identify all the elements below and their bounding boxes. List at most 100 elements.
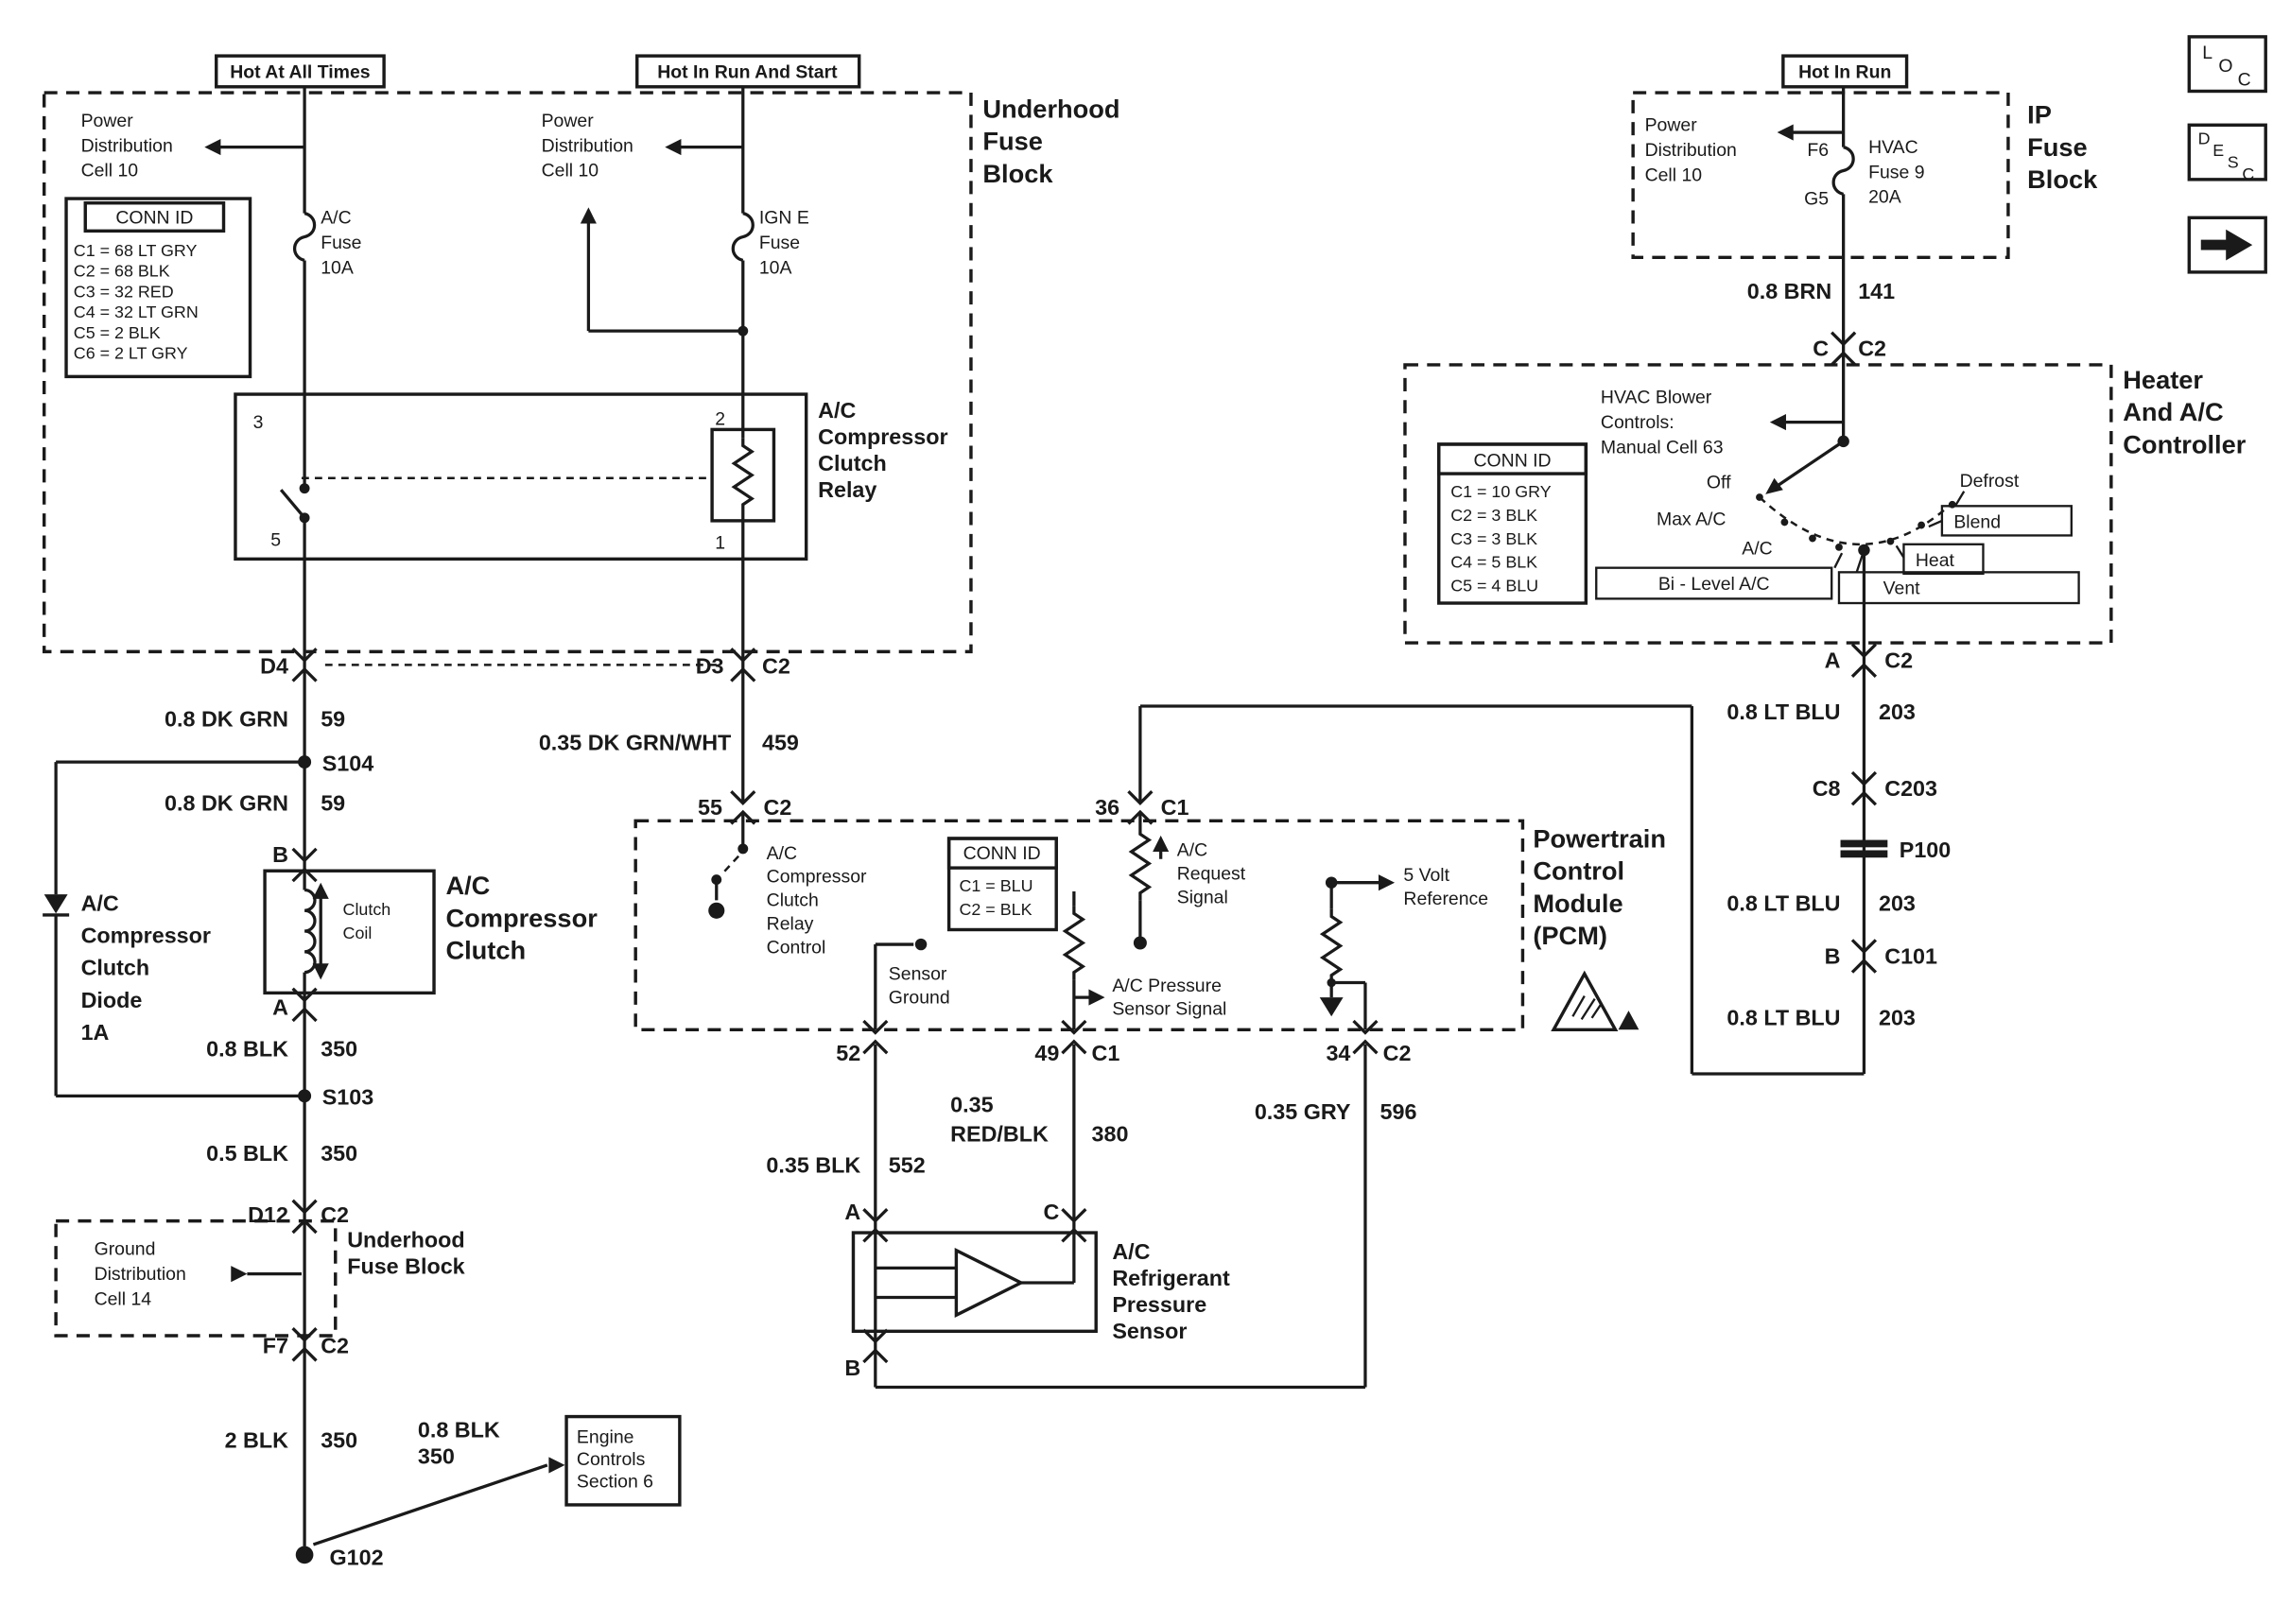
conn-id-right-row-5: C5 = 4 BLU — [1450, 577, 1538, 596]
wire-label-59b: 0.8 DK GRN — [165, 790, 288, 815]
ip-title-3: Block — [2027, 164, 2098, 194]
ign-e-fuse-icon — [731, 212, 755, 263]
clutch-coil-label-2: Coil — [343, 924, 373, 942]
grommet-p100-icon — [1840, 839, 1888, 848]
power-dist-left-3: Cell 10 — [81, 161, 139, 181]
pressure-sensor-box — [851, 1231, 1098, 1334]
sensor-pin-a: A — [844, 1200, 860, 1224]
wiper-arrowhead-icon — [1765, 477, 1783, 494]
sensor-title-3: Pressure — [1112, 1292, 1206, 1317]
relay-switch-arm — [279, 489, 306, 519]
request-label-2: Request — [1177, 864, 1246, 885]
ground-distribution-box — [54, 1218, 338, 1338]
pin-d12-conn: C2 — [321, 1202, 349, 1227]
wire-num-59a: 59 — [321, 707, 345, 732]
pin-49-conn: C1 — [1092, 1041, 1120, 1065]
power-dist-mid-arrow-icon — [665, 139, 682, 156]
ign-fuse-label-1: IGN E — [759, 208, 809, 229]
relay-pin-2: 2 — [715, 409, 725, 430]
desc-icon-box — [2187, 123, 2267, 181]
relay-coil-winding-icon — [732, 437, 754, 514]
underhood-fuse-block-box — [42, 91, 973, 654]
splice-s103-dot — [298, 1089, 312, 1103]
switch-blend-box — [1940, 505, 2073, 537]
conn-id-pcm-row-1: C1 = BLU — [960, 876, 1033, 895]
wire-label-141: 0.8 BRN — [1747, 279, 1831, 303]
sensor-pin-b: B — [844, 1356, 860, 1380]
power-dist-left-2: Distribution — [81, 135, 173, 156]
pin-c8: C8 — [1813, 776, 1841, 801]
wire-left-circuit — [54, 86, 548, 1546]
clutch-title-3: Clutch — [445, 936, 526, 965]
ip-power-dist-3: Cell 10 — [1645, 164, 1703, 185]
clutch-coil-icon — [304, 888, 317, 975]
loc-letter-o: O — [2218, 56, 2232, 77]
ac-fuse-label-1: A/C — [321, 208, 351, 229]
sensor-ground-label-2: Ground — [889, 987, 950, 1008]
ip-power-dist-arrow-icon — [1777, 124, 1794, 141]
vref-top-dot — [1325, 876, 1338, 889]
conn-id-pcm-header-box — [946, 837, 1058, 870]
contact-heat-dot — [1886, 537, 1895, 545]
switch-feed-dot — [1837, 435, 1849, 448]
wire-pcm-internals — [715, 813, 1388, 1030]
pin-d4: D4 — [260, 654, 288, 679]
switch-vent-box — [1837, 571, 2080, 605]
desc-letter-e: E — [2212, 141, 2224, 160]
ign-branch-junction-dot — [737, 325, 749, 337]
sensor-amplifier-icon — [954, 1247, 1025, 1318]
ac-fuse-label-3: 10A — [321, 257, 354, 278]
relay-title-2: Compressor — [818, 424, 947, 449]
request-signal-arrow-icon — [1153, 835, 1170, 853]
request-resistor-icon — [1129, 824, 1151, 903]
sensor-ground-bus-dot — [914, 938, 928, 951]
banner-hot-at-all-times: Hot At All Times — [230, 61, 370, 82]
wire-label-203b: 0.8 LT BLU — [1726, 890, 1840, 915]
blower-label-2: Controls: — [1601, 412, 1674, 433]
diode-title-1: A/C — [81, 890, 119, 915]
blower-label-3: Manual Cell 63 — [1601, 437, 1724, 458]
contact-off-dot — [1756, 493, 1763, 501]
switch-position-links — [1833, 491, 1966, 573]
conn-id-left-row-5: C5 = 2 BLK — [74, 323, 161, 342]
conn-id-left-row-4: C4 = 32 LT GRN — [74, 302, 199, 321]
pcm-box — [633, 819, 1525, 1032]
power-dist-mid-3: Cell 10 — [542, 161, 599, 181]
diode-title-3: Clutch — [81, 956, 150, 980]
contact-bilevel-dot — [1835, 544, 1843, 551]
esd-triangle — [1551, 970, 1619, 1032]
request-label-1: A/C — [1177, 840, 1207, 861]
banner-hot-at-all-times-box — [215, 54, 386, 89]
pin-55-conn: C2 — [764, 795, 792, 820]
wire-ign-circuit — [586, 86, 745, 849]
desc-letter-s: S — [2228, 152, 2239, 171]
pin-34: 34 — [1326, 1041, 1350, 1065]
sensor-title-1: A/C — [1112, 1239, 1150, 1264]
wire-label-350b: 0.5 BLK — [206, 1141, 288, 1166]
vref-label-1: 5 Volt — [1403, 865, 1449, 886]
conn-id-left-header-box — [83, 201, 226, 233]
esd-small-triangle — [1618, 1011, 1640, 1030]
engine-controls-arrow-icon — [548, 1457, 565, 1474]
wire-label-350a: 0.8 BLK — [206, 1036, 288, 1061]
pressure-signal-label-2: Sensor Signal — [1112, 999, 1226, 1020]
wire-label-380-2: RED/BLK — [950, 1122, 1049, 1147]
engine-controls-box — [564, 1414, 682, 1507]
wire-label-59a: 0.8 DK GRN — [165, 707, 288, 732]
ip-title-2: Fuse — [2027, 132, 2088, 162]
hvac-fuse-label-1: HVAC — [1868, 137, 1918, 158]
underhood-title-1: Underhood — [982, 94, 1119, 123]
pcm-driver-contact-dot — [737, 843, 749, 855]
power-dist-up-arrow-icon — [580, 207, 597, 224]
relay-control-5: Control — [767, 937, 826, 958]
switch-heat-box — [1902, 543, 1985, 576]
relay-control-4: Relay — [767, 913, 814, 934]
power-dist-mid-1: Power — [542, 111, 595, 131]
banner-hot-in-run-start: Hot In Run And Start — [657, 61, 838, 82]
ufb2-title-2: Fuse Block — [347, 1254, 464, 1279]
vref-label-2: Reference — [1403, 889, 1488, 909]
grommet-p100-icon-lower — [1840, 850, 1888, 858]
rotary-contact-arc — [1759, 496, 1953, 546]
wire-label-380-1: 0.35 — [950, 1092, 993, 1116]
ground-g102-dot — [295, 1546, 314, 1564]
